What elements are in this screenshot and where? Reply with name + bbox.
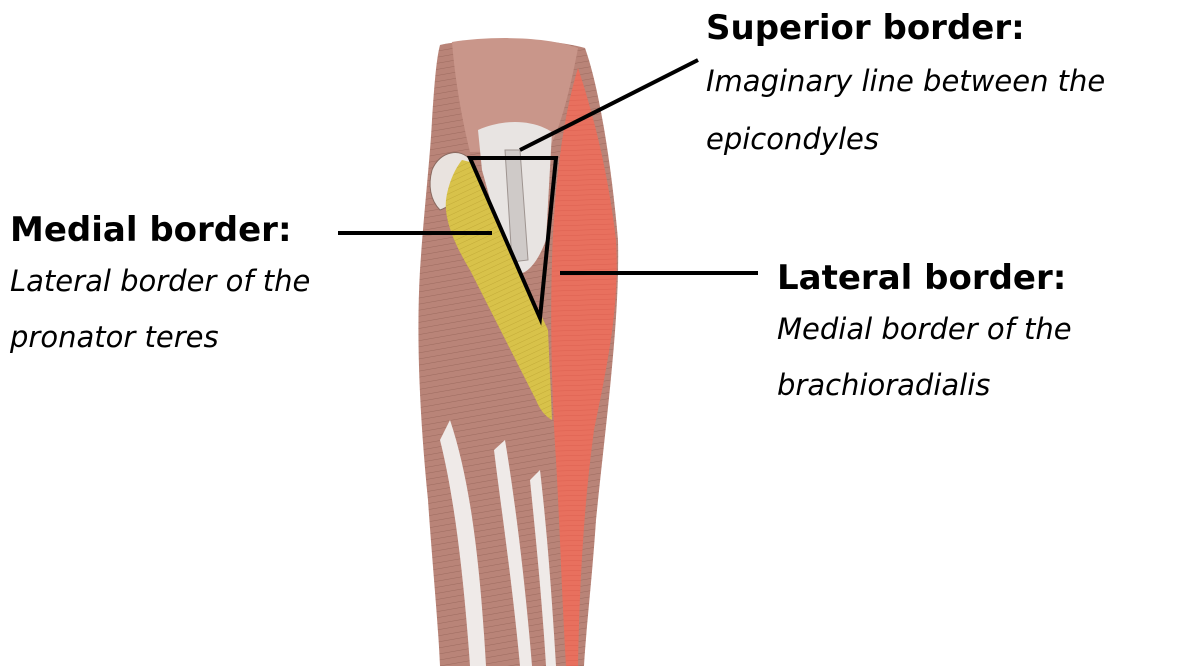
superior-border-title: Superior border: bbox=[706, 8, 1105, 48]
medial-border-title: Medial border: bbox=[10, 210, 310, 250]
superior-border-desc-line1: Imaginary line between the bbox=[706, 56, 1105, 106]
lateral-border-label: Lateral border: Medial border of the bra… bbox=[777, 258, 1072, 410]
superior-border-label: Superior border: Imaginary line between … bbox=[706, 8, 1105, 164]
lateral-border-desc-line1: Medial border of the bbox=[777, 304, 1072, 354]
lateral-border-title: Lateral border: bbox=[777, 258, 1072, 298]
lateral-border-desc-line2: brachioradialis bbox=[777, 360, 1072, 410]
superior-border-desc-line2: epicondyles bbox=[706, 114, 1105, 164]
medial-border-label: Medial border: Lateral border of the pro… bbox=[10, 210, 310, 362]
medial-border-desc-line2: pronator teres bbox=[10, 312, 310, 362]
medial-border-desc-line1: Lateral border of the bbox=[10, 256, 310, 306]
